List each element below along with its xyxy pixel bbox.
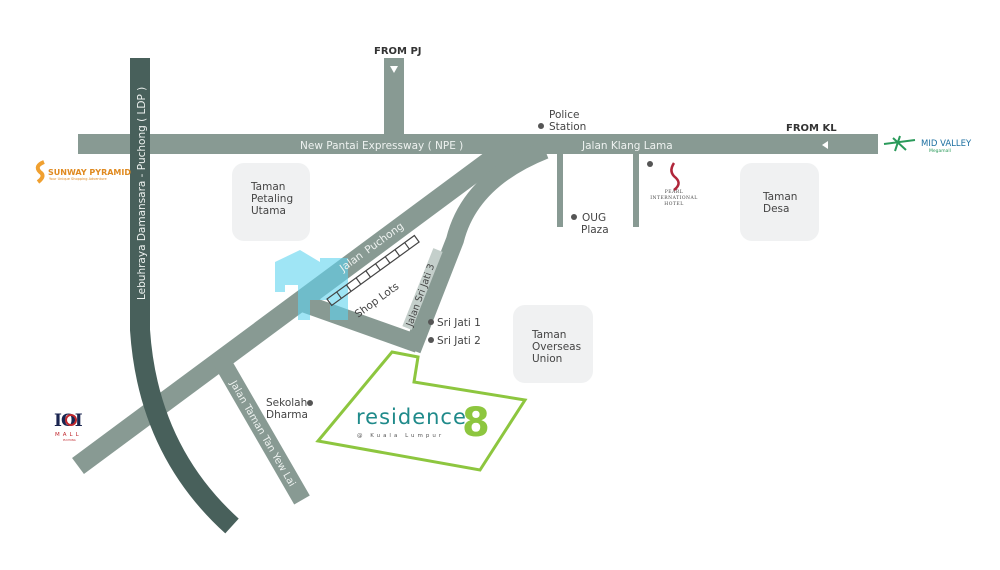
ioi-mall-logo: IOI MALL PUCHONG [54,411,84,442]
area-box-overseas-union [513,305,593,383]
label-from-pj: FROM PJ [374,46,422,57]
ioi-text: IOI [54,411,83,431]
label-sri-jati-2: Sri Jati 2 [437,335,481,347]
road-triangle-base [296,293,422,353]
midvalley-logo: MID VALLEY Megamall [883,135,972,154]
label-shop-lots: Shop Lots [353,280,402,320]
residence8-site-outline [315,350,528,472]
area-box-petaling-utama [232,163,310,241]
residence8-name: residence [356,405,467,429]
residence8-number: 8 [462,400,490,446]
police-station-dot [538,123,544,129]
residence8-location: @ Kuala Lumpur [357,433,444,439]
sri-jati-1-dot [428,319,434,325]
label-sri-jati-1: Sri Jati 1 [437,317,481,329]
label-from-kl: FROM KL [786,123,837,134]
road-sri-jati-3 [402,248,443,330]
sunway-text: SUNWAY PYRAMID [48,168,131,177]
label-klang-lama: Jalan Klang Lama [581,140,673,152]
ioi-mall-text: MALL [55,432,82,438]
label-tan-yew-lai: Jalan Taman Tan Yew Lai [227,378,297,489]
midvalley-text: MID VALLEY [921,139,972,149]
sunway-tagline: Your Unique Shopping Adventure [49,177,107,181]
label-npe: New Pantai Expressway ( NPE ) [300,140,463,152]
house-icon [275,250,348,320]
label-ldp: Lebuhraya Damansara - Puchong ( LDP ) [136,87,148,300]
sri-jati-2-dot [428,337,434,343]
ioi-ring-icon [65,414,77,426]
arrow-down-icon [390,66,398,73]
area-box-desa [740,163,819,241]
shop-lots-icon [326,234,420,307]
sunway-s-icon [35,160,45,184]
ioi-sub-text: PUCHONG [63,438,76,442]
midvalley-emblem-icon [883,135,916,152]
road-tan-yew-lai [212,353,310,505]
oug-plaza-dot [571,214,577,220]
sunway-pyramid-logo: SUNWAY PYRAMID Your Unique Shopping Adve… [35,160,131,184]
road-ldp [130,58,239,534]
road-curve [403,141,549,354]
pearl-flame-icon [670,162,680,191]
sekolah-dharma-dot [307,400,313,406]
midvalley-sub: Megamall [929,148,951,154]
pearl-hotel-dot [647,161,653,167]
arrow-left-icon [822,141,828,149]
